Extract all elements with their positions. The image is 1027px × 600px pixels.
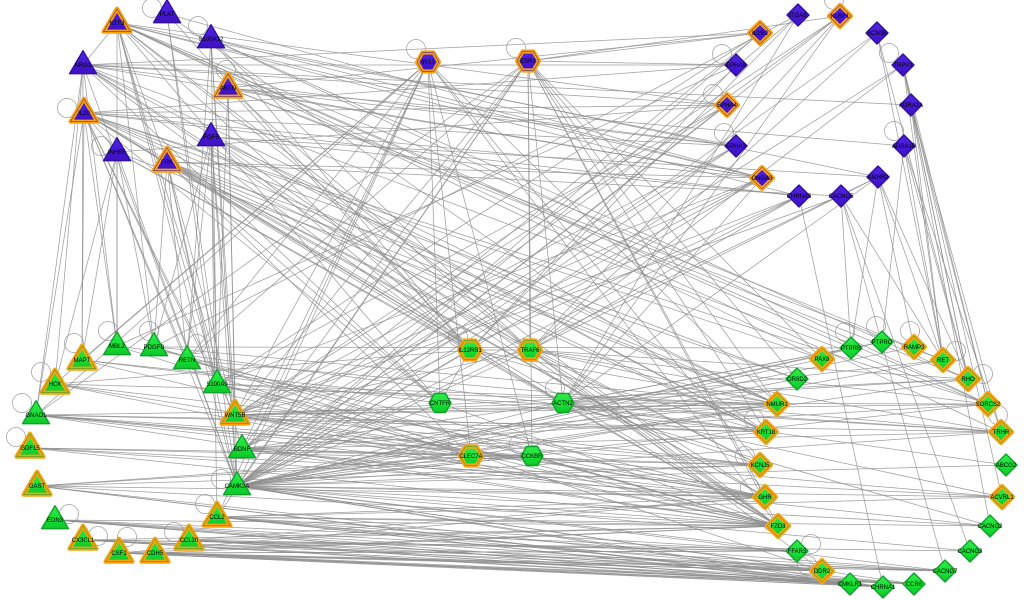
- svg-text:GAST: GAST: [29, 484, 46, 490]
- svg-text:PTPRO: PTPRO: [872, 340, 893, 346]
- svg-text:CLEC7A: CLEC7A: [459, 454, 482, 460]
- svg-text:ABCG2: ABCG2: [996, 463, 1017, 469]
- svg-text:ACVRL1: ACVRL1: [990, 495, 1014, 501]
- svg-text:S100A12: S100A12: [199, 37, 224, 43]
- svg-text:PDGFB: PDGFB: [144, 345, 165, 351]
- svg-text:CX3CL1: CX3CL1: [72, 538, 95, 544]
- svg-text:NRG1: NRG1: [75, 63, 92, 69]
- svg-text:BDNF: BDNF: [234, 447, 251, 453]
- svg-text:RETN: RETN: [179, 358, 195, 364]
- svg-text:FGF6: FGF6: [203, 135, 219, 141]
- svg-text:CCKBR: CCKBR: [521, 454, 543, 460]
- svg-text:TRAF6: TRAF6: [520, 348, 540, 354]
- svg-text:GNAO1: GNAO1: [25, 413, 47, 419]
- svg-text:RAMP3: RAMP3: [904, 345, 925, 351]
- svg-text:GHR: GHR: [758, 495, 772, 501]
- svg-text:IL1R2: IL1R2: [752, 31, 769, 37]
- svg-text:IRS1: IRS1: [421, 60, 435, 66]
- svg-text:SCN3B: SCN3B: [867, 31, 887, 37]
- svg-text:WNT5B: WNT5B: [225, 413, 246, 419]
- svg-text:FRK: FRK: [161, 160, 173, 166]
- svg-text:ACTN2: ACTN2: [553, 401, 573, 407]
- svg-text:ARTN: ARTN: [220, 86, 236, 92]
- svg-text:RET: RET: [937, 358, 949, 364]
- svg-text:TRHR: TRHR: [993, 430, 1010, 436]
- svg-text:IL12RB1: IL12RB1: [458, 348, 482, 354]
- svg-text:PAX8: PAX8: [815, 357, 831, 363]
- svg-text:EPHA4: EPHA4: [717, 103, 737, 109]
- svg-text:INHBE: INHBE: [108, 150, 126, 156]
- svg-text:OR8D2: OR8D2: [787, 377, 808, 383]
- svg-text:PTPRB: PTPRB: [841, 346, 861, 352]
- svg-text:TRPV1: TRPV1: [893, 63, 913, 69]
- svg-text:CDH5: CDH5: [147, 551, 164, 557]
- svg-text:CHRNA1: CHRNA1: [871, 585, 896, 591]
- svg-text:IL20: IL20: [78, 111, 90, 117]
- svg-text:CSF1: CSF1: [111, 551, 127, 557]
- svg-text:CHRNA5: CHRNA5: [787, 194, 812, 200]
- svg-text:KRT18: KRT18: [757, 430, 776, 436]
- svg-text:CAMK2A: CAMK2A: [225, 484, 250, 490]
- svg-text:S100A9: S100A9: [206, 382, 228, 388]
- svg-text:CCR6: CCR6: [906, 582, 923, 588]
- svg-text:ADRA1B: ADRA1B: [892, 144, 916, 150]
- svg-text:NTF3: NTF3: [110, 21, 126, 27]
- svg-text:FFAR3: FFAR3: [788, 549, 807, 555]
- svg-text:CNGA3: CNGA3: [752, 176, 773, 182]
- svg-text:CMKLR1: CMKLR1: [838, 582, 863, 588]
- svg-text:SORCS2: SORCS2: [976, 402, 1001, 408]
- svg-text:ESR2: ESR2: [520, 59, 536, 65]
- svg-text:PLAT: PLAT: [160, 12, 175, 18]
- svg-text:ITGA8: ITGA8: [789, 13, 807, 19]
- svg-text:KCNJ5: KCNJ5: [750, 463, 770, 469]
- svg-text:CACNG7: CACNG7: [932, 569, 958, 575]
- svg-text:FZD3: FZD3: [771, 524, 787, 530]
- svg-text:MAPT: MAPT: [74, 358, 91, 364]
- svg-text:GDF15: GDF15: [20, 446, 40, 452]
- svg-text:EPHA8: EPHA8: [726, 63, 746, 69]
- svg-text:NMUR1: NMUR1: [766, 402, 788, 408]
- svg-text:EDN3: EDN3: [47, 518, 64, 524]
- svg-text:KLRF1: KLRF1: [831, 14, 850, 20]
- svg-text:ADRA1A: ADRA1A: [899, 103, 923, 109]
- svg-text:CNTFR: CNTFR: [430, 401, 451, 407]
- svg-text:RHO: RHO: [961, 377, 975, 383]
- svg-text:HCK: HCK: [49, 382, 62, 388]
- svg-text:EPHA3: EPHA3: [726, 144, 746, 150]
- svg-text:CCL20: CCL20: [180, 538, 199, 544]
- svg-text:MBL2: MBL2: [109, 344, 125, 350]
- svg-text:DDR2: DDR2: [814, 569, 831, 575]
- svg-text:CACNG5: CACNG5: [828, 194, 854, 200]
- svg-text:CACNG3: CACNG3: [957, 549, 983, 555]
- svg-text:AMHR2: AMHR2: [867, 175, 889, 181]
- svg-text:CCL2: CCL2: [209, 515, 225, 521]
- svg-text:CACNG2: CACNG2: [977, 524, 1003, 530]
